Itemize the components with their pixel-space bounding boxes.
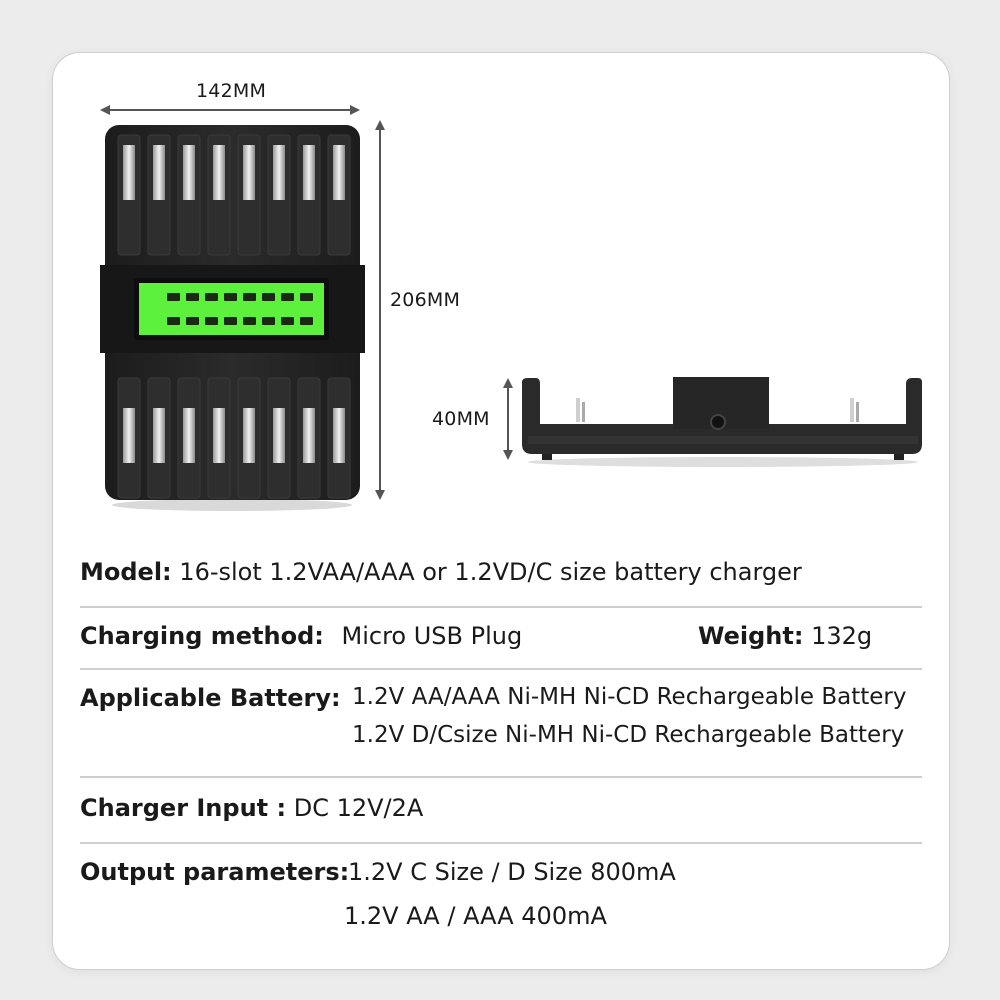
weight-label: Weight: — [698, 622, 804, 650]
model-row: Model: 16-slot 1.2VAA/AAA or 1.2VD/C siz… — [80, 558, 802, 586]
battery-contact — [123, 408, 135, 463]
height-dimension-label: 40MM — [432, 408, 490, 430]
battery-contact — [273, 145, 285, 200]
applicable-battery-row: Applicable Battery: — [80, 684, 341, 712]
width-dimension-arrow — [100, 105, 360, 115]
charger-input-label: Charger Input : — [80, 794, 287, 822]
lcd-slot-indicator — [167, 317, 180, 325]
lcd-slot-indicator — [224, 293, 237, 301]
charging-method-row: Charging method: Micro USB Plug — [80, 622, 522, 650]
output-parameters-line: 1.2V C Size / D Size 800mA — [348, 858, 676, 886]
battery-contact — [153, 408, 165, 463]
lcd-slot-indicator — [262, 317, 275, 325]
battery-contact — [303, 145, 315, 200]
charger-input-value: DC 12V/2A — [293, 794, 424, 822]
model-label: Model: — [80, 558, 172, 586]
output-parameters-row: Output parameters: — [80, 858, 349, 886]
output-parameters-label: Output parameters: — [80, 858, 350, 886]
battery-contact — [243, 145, 255, 200]
charger-input-row: Charger Input : DC 12V/2A — [80, 794, 423, 822]
lcd-slot-indicator — [281, 293, 294, 301]
weight-value: 132g — [811, 622, 873, 650]
lcd-slot-indicator — [205, 317, 218, 325]
model-value: 16-slot 1.2VAA/AAA or 1.2VD/C size batte… — [179, 558, 802, 586]
length-dimension-arrow — [375, 120, 385, 500]
weight-row: Weight: 132g — [698, 622, 872, 650]
lcd-slot-indicator — [205, 293, 218, 301]
lcd-display — [139, 283, 324, 335]
lcd-slot-indicator — [300, 317, 313, 325]
battery-contact — [183, 145, 195, 200]
battery-contact — [153, 145, 165, 200]
battery-contact — [213, 145, 225, 200]
battery-contact — [303, 408, 315, 463]
divider — [80, 842, 922, 844]
battery-contact — [123, 145, 135, 200]
charger-top-view — [100, 125, 365, 511]
charging-method-value: Micro USB Plug — [341, 622, 523, 650]
lcd-slot-indicator — [243, 317, 256, 325]
battery-contact — [273, 408, 285, 463]
battery-contact — [213, 408, 225, 463]
lcd-slot-indicator — [186, 317, 199, 325]
lcd-slot-indicator — [262, 293, 275, 301]
output-parameters-line: 1.2V AA / AAA 400mA — [344, 902, 607, 930]
height-dimension-arrow — [503, 378, 513, 460]
applicable-battery-line: 1.2V D/Csize Ni-MH Ni-CD Rechargeable Ba… — [352, 722, 905, 748]
battery-contact — [243, 408, 255, 463]
charging-method-label: Charging method: — [80, 622, 324, 650]
width-dimension-label: 142MM — [196, 80, 267, 102]
lcd-slot-indicator — [186, 293, 199, 301]
battery-contact — [333, 145, 345, 200]
battery-contact — [183, 408, 195, 463]
battery-contact — [333, 408, 345, 463]
applicable-battery-label: Applicable Battery: — [80, 684, 341, 712]
lcd-slot-indicator — [243, 293, 256, 301]
lcd-slot-indicator — [300, 293, 313, 301]
charger-side-view — [522, 377, 922, 467]
length-dimension-label: 206MM — [390, 289, 461, 311]
applicable-battery-line: 1.2V AA/AAA Ni-MH Ni-CD Rechargeable Bat… — [352, 684, 907, 710]
divider — [80, 668, 922, 670]
lcd-slot-indicator — [167, 293, 180, 301]
lcd-slot-indicator — [281, 317, 294, 325]
divider — [80, 606, 922, 608]
divider — [80, 776, 922, 778]
lcd-slot-indicator — [224, 317, 237, 325]
